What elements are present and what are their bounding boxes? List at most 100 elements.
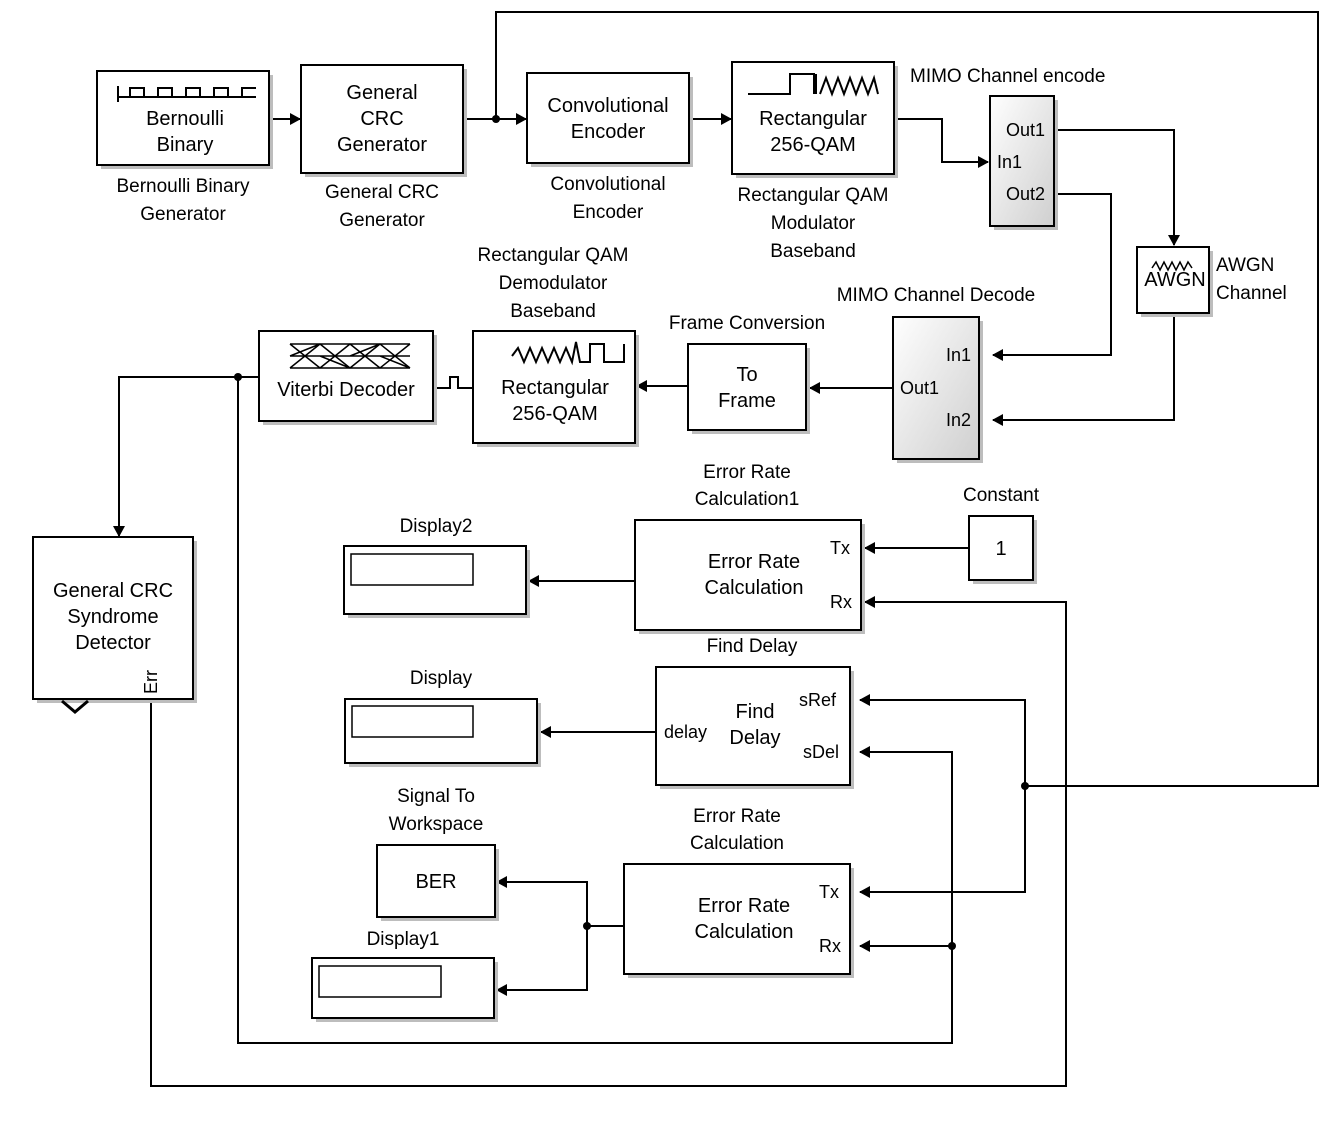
junction-dot <box>234 373 242 381</box>
line-ref-feedback[interactable] <box>495 11 1319 787</box>
block-label: Modulator <box>771 213 856 234</box>
block-text: Viterbi Decoder <box>277 379 415 401</box>
port-label: Out1 <box>900 378 939 398</box>
block-text: Error Rate <box>708 551 800 573</box>
general-crc-syndrome-detector-block[interactable]: General CRC Syndrome Detector Err <box>32 536 197 714</box>
port-label: Rx <box>830 592 852 612</box>
line-mimo-out2-decode-in1[interactable] <box>992 193 1112 361</box>
block-label: Frame Conversion <box>669 313 825 334</box>
display-block[interactable] <box>344 698 541 767</box>
line-awgn-decode-in2[interactable] <box>992 312 1175 426</box>
line-ref-tx[interactable] <box>859 786 1026 898</box>
find-delay-block[interactable]: Find Delay sRef sDel delay <box>655 666 854 789</box>
line-err-rx[interactable] <box>150 596 1067 1087</box>
display2-block[interactable] <box>343 545 530 618</box>
block-label: Constant <box>963 485 1040 506</box>
mimo-channel-decode-subsystem[interactable]: In1 Out1 In2 <box>892 316 983 463</box>
block-text: To <box>736 364 757 386</box>
block-text: Rectangular <box>759 108 867 130</box>
block-label: Demodulator <box>499 273 608 294</box>
modulation-waveform-icon <box>748 73 879 97</box>
block-label: Error Rate <box>703 462 791 483</box>
block-label: Baseband <box>770 241 856 262</box>
block-label: Signal To <box>397 786 475 807</box>
awgn-channel-block[interactable]: AWGN <box>1136 246 1213 317</box>
block-text: Calculation <box>705 577 804 599</box>
display-readout <box>351 705 474 738</box>
port-label: Out1 <box>1006 120 1045 140</box>
viterbi-decoder-block[interactable]: Viterbi Decoder <box>258 330 437 425</box>
block-text: General <box>346 82 417 104</box>
block-text: Error Rate <box>698 895 790 917</box>
block-text: CRC <box>360 108 403 130</box>
block-text: General CRC <box>53 580 173 602</box>
line-qam-mimo[interactable] <box>893 118 989 168</box>
block-label: Rectangular QAM <box>477 245 628 266</box>
rectangular-qam-modulator-block[interactable]: Rectangular 256-QAM <box>731 61 898 178</box>
block-text: Frame <box>718 390 776 412</box>
port-label: Rx <box>819 936 841 956</box>
demodulation-waveform-icon <box>511 341 625 366</box>
port-label: Tx <box>819 882 839 902</box>
display-readout <box>350 553 474 586</box>
block-label: Encoder <box>573 202 644 223</box>
block-text: Syndrome <box>67 606 158 628</box>
block-label: AWGN <box>1216 255 1274 276</box>
general-crc-generator-block[interactable]: General CRC Generator <box>300 64 467 177</box>
block-label: Calculation1 <box>695 489 800 510</box>
block-label: General CRC <box>325 182 439 203</box>
mimo-channel-encode-subsystem[interactable]: Out1 In1 Out2 <box>989 95 1058 230</box>
port-label: Tx <box>830 538 850 558</box>
block-label: MIMO Channel Decode <box>837 285 1036 306</box>
enable-port-icon <box>61 699 89 714</box>
block-label: Rectangular QAM <box>737 185 888 206</box>
block-text: BER <box>415 871 456 893</box>
block-text: Find <box>736 701 775 723</box>
block-label: Find Delay <box>707 636 798 657</box>
line-errrate-display1[interactable] <box>496 926 588 996</box>
block-text: Generator <box>337 134 427 156</box>
block-text: Convolutional <box>547 95 668 117</box>
port-label: delay <box>664 722 707 742</box>
block-text: Bernoulli <box>146 108 224 130</box>
block-text: 1 <box>995 538 1006 560</box>
line-ref-sref[interactable] <box>859 694 1026 786</box>
block-text: AWGN <box>1144 269 1205 291</box>
block-text: Delay <box>729 727 780 749</box>
port-label: Err <box>141 670 161 694</box>
error-rate-calculation-block[interactable]: Error Rate Calculation Tx Rx <box>623 863 854 978</box>
block-text: Binary <box>157 134 214 156</box>
block-label: Display <box>410 668 473 689</box>
block-label: Calculation <box>690 833 784 854</box>
block-label: Workspace <box>389 814 484 835</box>
block-text: 256-QAM <box>770 134 856 156</box>
trellis-icon <box>289 343 411 369</box>
block-text: 256-QAM <box>512 403 598 425</box>
convolutional-encoder-block[interactable]: Convolutional Encoder <box>526 72 693 167</box>
rectangular-qam-demodulator-block[interactable]: Rectangular 256-QAM <box>472 330 639 447</box>
line-demod-viterbi[interactable] <box>433 376 472 389</box>
line-viterbi-crcdet[interactable] <box>113 376 258 537</box>
block-label: Bernoulli Binary <box>116 176 250 197</box>
signal-to-workspace-block[interactable]: BER <box>376 844 499 921</box>
block-label: Display1 <box>367 929 440 950</box>
frame-conversion-block[interactable]: To Frame <box>687 343 810 434</box>
constant-block[interactable]: 1 <box>968 515 1037 584</box>
line-errrate-ber[interactable] <box>496 876 623 927</box>
bit-waveform-icon <box>117 86 256 102</box>
junction-dot <box>948 942 956 950</box>
line-rx-branch-finddelay[interactable] <box>859 746 953 946</box>
block-label: Generator <box>339 210 425 231</box>
junction-dot <box>1021 782 1029 790</box>
port-label: Out2 <box>1006 184 1045 204</box>
block-label: Baseband <box>510 301 596 322</box>
junction-dot <box>492 115 500 123</box>
line-viterbi-rx[interactable] <box>237 377 953 1044</box>
block-label: Error Rate <box>693 806 781 827</box>
display1-block[interactable] <box>311 957 498 1022</box>
line-mimo-out1-awgn[interactable] <box>1054 129 1180 246</box>
bernoulli-binary-generator-block[interactable]: Bernoulli Binary <box>96 70 273 169</box>
error-rate-calculation1-block[interactable]: Error Rate Calculation Tx Rx <box>634 519 865 634</box>
block-text: Rectangular <box>501 377 609 399</box>
